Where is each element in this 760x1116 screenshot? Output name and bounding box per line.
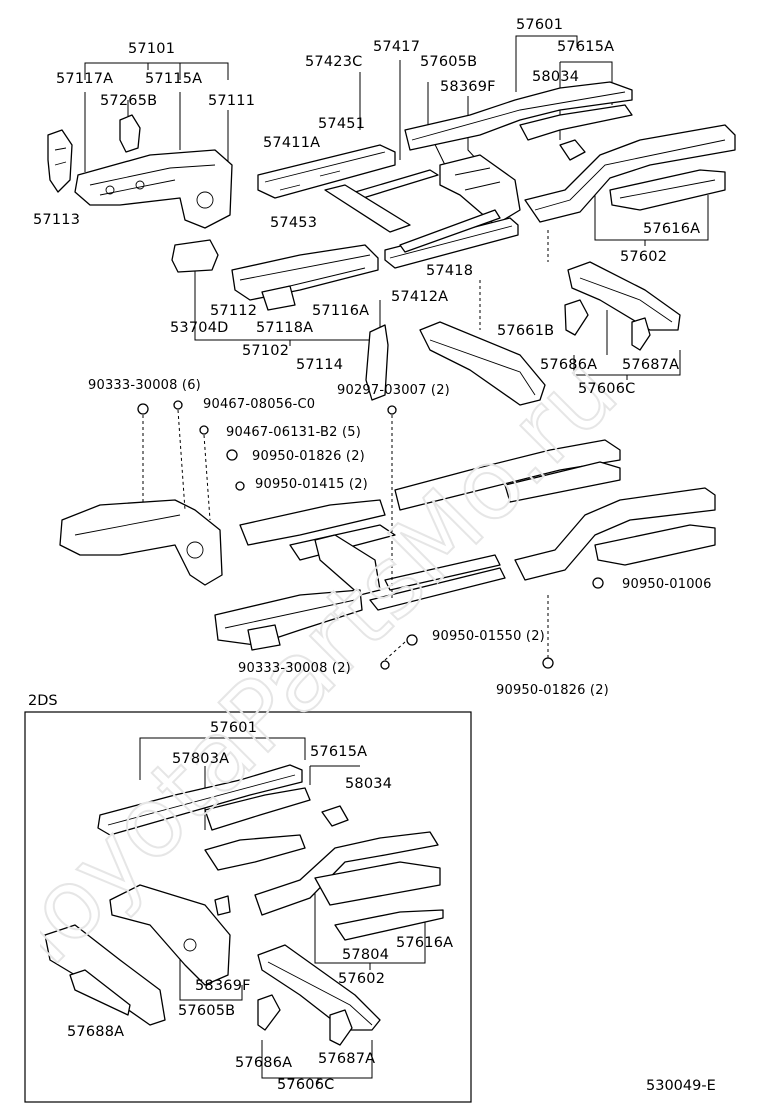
part-57102 (231, 244, 379, 311)
part-57113 (47, 129, 73, 193)
label-90333-30008-2: 90333-30008 (2) (238, 661, 351, 676)
inset-label-57601: 57601 (210, 720, 258, 736)
label-90950-01415: 90950-01415 (2) (255, 477, 368, 492)
inset-brackets (139, 737, 426, 1084)
inset-label-57803A: 57803A (172, 751, 230, 767)
part-57602 (524, 124, 736, 223)
inset-label-58369F: 58369F (195, 978, 251, 994)
bracket-57101 (84, 62, 229, 180)
figure-number: 530049-E (646, 1078, 716, 1094)
label-90297-03007: 90297-03007 (2) (337, 383, 450, 398)
label-57601: 57601 (516, 17, 564, 33)
label-57418: 57418 (426, 263, 474, 279)
label-57616A: 57616A (643, 221, 701, 237)
inset-label-57605B: 57605B (178, 1003, 236, 1019)
inset-title: 2DS (28, 693, 58, 709)
part-57265B (119, 114, 141, 153)
label-57411A: 57411A (263, 135, 321, 151)
assembly-view (59, 400, 716, 670)
label-57605B: 57605B (420, 54, 478, 70)
bracket-57606C (573, 310, 681, 380)
part-53704D (171, 239, 219, 273)
inset-label-57606C: 57606C (277, 1077, 335, 1093)
part-57417 (324, 169, 439, 233)
label-57417: 57417 (373, 39, 421, 55)
label-90467-08056-c0: 90467-08056-C0 (203, 397, 316, 412)
label-57112: 57112 (210, 303, 258, 319)
label-57102: 57102 (242, 343, 290, 359)
label-57118A: 57118A (256, 320, 314, 336)
part-57601 (404, 81, 633, 151)
label-57453: 57453 (270, 215, 318, 231)
label-90950-01826-b: 90950-01826 (2) (496, 683, 609, 698)
inset-label-57688A: 57688A (67, 1024, 125, 1040)
label-57602: 57602 (620, 249, 668, 265)
inset-frame (24, 711, 472, 1103)
label-90333-30008-6: 90333-30008 (6) (88, 378, 201, 393)
label-57686A: 57686A (540, 357, 598, 373)
label-90950-01550: 90950-01550 (2) (432, 629, 545, 644)
inset-label-57616A: 57616A (396, 935, 454, 951)
part-57411A (257, 144, 396, 199)
label-53704D: 53704D (170, 320, 229, 336)
part-58034 (559, 139, 586, 161)
label-57412A: 57412A (391, 289, 449, 305)
label-90950-01826-a: 90950-01826 (2) (252, 449, 365, 464)
inset-parts (44, 764, 444, 1046)
label-57423C: 57423C (305, 54, 363, 70)
part-57605B (439, 154, 521, 226)
label-57661B: 57661B (497, 323, 555, 339)
inset-label-57687A: 57687A (318, 1051, 376, 1067)
label-57111: 57111 (208, 93, 256, 109)
part-57661B (419, 321, 546, 406)
part-57616A (609, 169, 726, 211)
label-58369F: 58369F (440, 79, 496, 95)
label-57451: 57451 (318, 116, 366, 132)
part-57606C (567, 261, 681, 331)
part-57418 (399, 209, 501, 253)
label-57101: 57101 (128, 41, 176, 57)
label-57113: 57113 (33, 212, 81, 228)
dashed-leaders (142, 230, 549, 661)
label-57265B: 57265B (100, 93, 158, 109)
part-57615A (519, 104, 633, 141)
label-57615A: 57615A (557, 39, 615, 55)
label-57687A: 57687A (622, 357, 680, 373)
label-57117A: 57117A (56, 71, 114, 87)
bracket-57102 (194, 270, 381, 346)
label-57116A: 57116A (312, 303, 370, 319)
label-90467-06131-b2: 90467-06131-B2 (5) (226, 425, 361, 440)
label-57606C: 57606C (578, 381, 636, 397)
inset-label-57602: 57602 (338, 971, 386, 987)
bracket-57602 (594, 195, 709, 246)
label-90950-01006: 90950-01006 (622, 577, 712, 592)
inset-label-57804: 57804 (342, 947, 390, 963)
part-57111 (74, 149, 233, 229)
part-57412A (384, 217, 519, 269)
inset-label-58034: 58034 (345, 776, 393, 792)
part-57687A (631, 317, 651, 351)
inset-label-57686A: 57686A (235, 1055, 293, 1071)
part-57114 (365, 324, 389, 401)
label-57114: 57114 (296, 357, 344, 373)
inset-label-57615A: 57615A (310, 744, 368, 760)
part-57686A (564, 299, 589, 336)
label-57115A: 57115A (145, 71, 203, 87)
label-58034: 58034 (532, 69, 580, 85)
